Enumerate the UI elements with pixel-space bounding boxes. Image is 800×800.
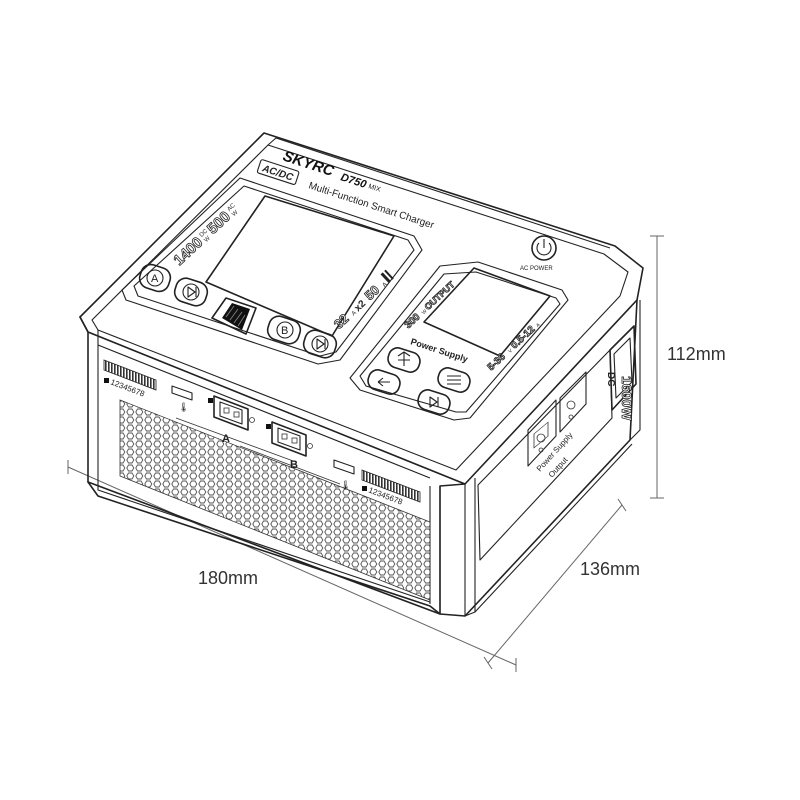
button-right-next[interactable] [301, 328, 339, 361]
play-pause-icon [316, 338, 326, 350]
temp-port-b [333, 459, 355, 475]
voltage-range: 5-36 [486, 351, 508, 373]
voltage-unit: V [507, 348, 514, 355]
supply-output-word: OUTPUT [423, 279, 457, 312]
side-label-dc: DC [605, 372, 616, 386]
port-a-label: A [222, 433, 230, 445]
power-icon [536, 242, 552, 256]
dimension-width-label: 180mm [198, 568, 258, 588]
output-port-b[interactable] [266, 421, 313, 457]
supply-output-unit: W [421, 308, 429, 316]
power-supply-panel [349, 261, 569, 421]
temp-port-a [171, 385, 193, 401]
dimension-height: 112mm [650, 235, 726, 499]
model-suffix: MIX [367, 183, 381, 194]
port-b-label: B [290, 459, 298, 471]
menu-icon [447, 375, 461, 385]
supply-output-ports [527, 371, 587, 467]
supply-button-minus[interactable] [366, 368, 403, 397]
current-spec: 32 A x2 50 A [330, 269, 394, 332]
button-a[interactable]: A [137, 262, 173, 294]
power-spec-2-unit: W [231, 209, 239, 217]
current-spec-unit: A [351, 310, 358, 317]
power-spec-1-unit: W [204, 235, 212, 243]
balance-port-a [103, 359, 157, 391]
button-a-label: A [151, 273, 159, 285]
discharge-spec-value: 50 [362, 282, 383, 303]
wheel-knob-icon [222, 303, 250, 330]
supply-lcd-screen [423, 267, 551, 357]
thermometer-icon-a: 🌡 [178, 402, 189, 412]
button-b-label: B [281, 325, 288, 337]
power-spec-1-tag: DC [199, 228, 210, 239]
play-pause-icon [187, 286, 197, 298]
power-spec-2-tag: AC [227, 202, 238, 213]
dimension-height-label: 112mm [667, 344, 726, 364]
ac-power-button[interactable] [531, 235, 557, 261]
dimension-depth: 136mm [483, 498, 640, 670]
button-left-next[interactable] [172, 276, 210, 309]
ac-power-label: AC POWER [520, 266, 553, 272]
scroll-wheel[interactable] [211, 297, 257, 335]
output-port-a[interactable] [208, 395, 255, 431]
power-supply-label: Power Supply [409, 336, 469, 364]
main-lcd-screen [205, 195, 395, 337]
model-name: D750 [339, 171, 369, 191]
play-pause-icon [429, 396, 439, 408]
dimension-width: 180mm [67, 460, 517, 672]
button-b[interactable]: B [265, 314, 303, 347]
front-vent-grille [119, 399, 431, 601]
dimension-depth-label: 136mm [580, 559, 640, 579]
main-display-panel [121, 177, 423, 365]
charger-body [79, 132, 644, 617]
current-range-unit: A [535, 322, 542, 329]
supply-button-next[interactable] [416, 388, 453, 417]
minus-icon [377, 377, 390, 387]
supply-button-plus[interactable] [386, 346, 423, 375]
dc-input-port [609, 325, 637, 411]
supply-output-value: 300 [403, 311, 423, 331]
supply-output-spec: 300 W OUTPUT [402, 279, 457, 332]
balance-port-b [361, 469, 421, 503]
side-label-1600w: 1600W [619, 376, 635, 421]
thermometer-icon-b: 🌡 [340, 480, 351, 490]
plus-icon [397, 351, 411, 366]
discharge-spec-unit: A [382, 282, 389, 289]
current-spec-value: 32 [331, 311, 352, 332]
supply-button-menu[interactable] [436, 366, 473, 395]
